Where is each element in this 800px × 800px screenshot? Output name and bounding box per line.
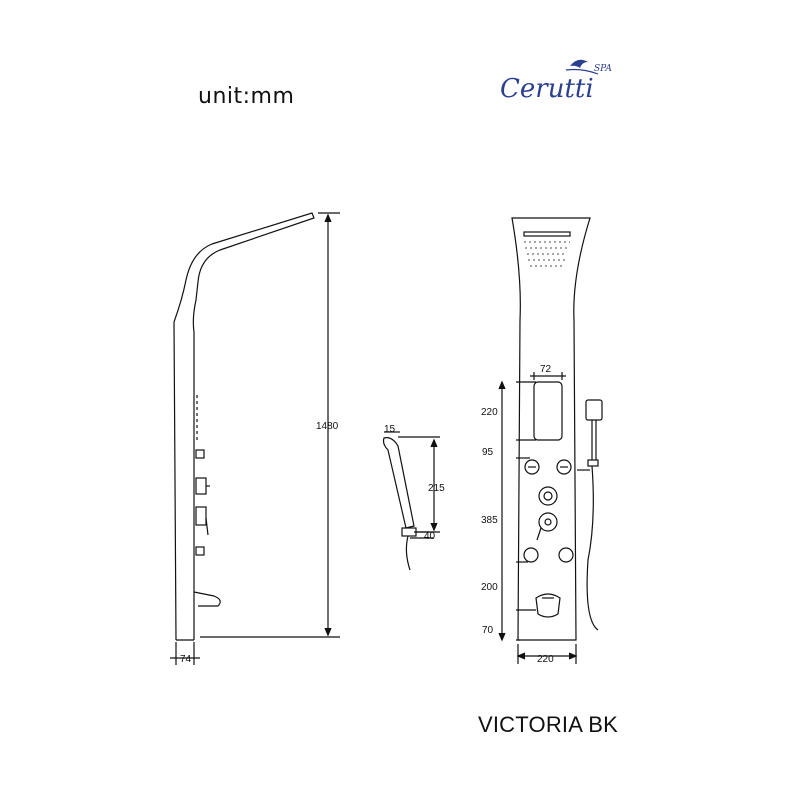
dim-holder: 40 (424, 531, 436, 542)
dim-jet-width: 72 (540, 364, 552, 375)
dim-handshower-length: 215 (428, 483, 445, 494)
brand-logo: Cerutti SPA (492, 52, 622, 116)
handshower-view (382, 431, 440, 571)
unit-label: unit:mm (198, 84, 295, 109)
dim-bottom: 70 (482, 625, 494, 636)
dim-gap-upper: 95 (482, 447, 494, 458)
dim-head: 15 (384, 424, 396, 435)
brand-sub: SPA (594, 64, 612, 74)
side-view (170, 212, 340, 665)
dim-height: 1480 (316, 421, 339, 432)
dim-depth: 74 (180, 654, 192, 665)
front-view (498, 217, 603, 664)
dim-gap-lower: 200 (481, 582, 498, 593)
dim-controls: 385 (481, 515, 498, 526)
model-name: VICTORIA BK (478, 712, 618, 737)
dolphin-icon (565, 59, 599, 75)
dim-jet-height: 220 (481, 407, 498, 418)
brand-name: Cerutti (500, 74, 594, 104)
rain-nozzles (524, 241, 570, 267)
dim-panel-width: 220 (537, 654, 554, 665)
